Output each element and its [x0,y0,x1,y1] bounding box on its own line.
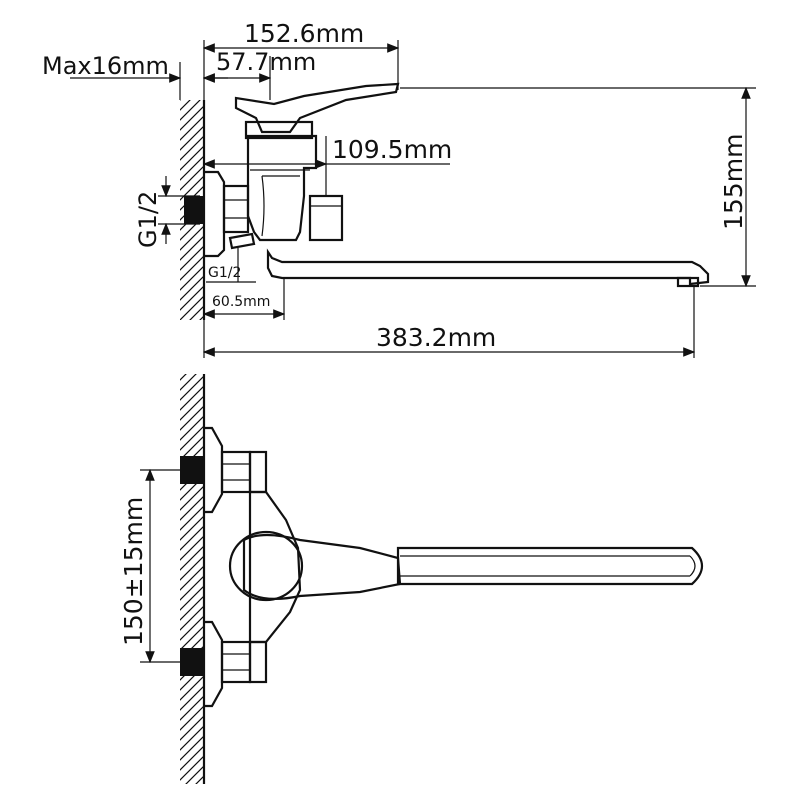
front-spout [396,546,704,586]
top-small-thread-pipe [228,232,256,250]
dim-57-7: 57.7mm [202,48,316,100]
front-upper-connection [204,426,268,514]
top-handle [234,82,400,134]
dim-150-label: 150±15mm [119,497,148,646]
top-spout [266,248,710,286]
dim-383-2-label: 383.2mm [376,323,496,352]
dim-152-6: 152.6mm [202,19,400,100]
top-mixer-body [246,134,344,242]
dim-max16-label: Max16mm [42,52,169,80]
top-spout-aerator [676,276,700,288]
front-lower-connection [204,620,268,708]
front-inlet-upper [180,456,204,484]
dim-152-6-label: 152.6mm [244,19,364,48]
front-handle-knob [228,530,402,602]
dim-60-5: 60.5mm [202,278,286,320]
top-nut [222,184,250,234]
dim-g12-left-label: G1/2 [134,191,162,248]
dim-g12-small-label: G1/2 [208,265,241,281]
front-view: 150±15mm [119,374,704,784]
top-view: 152.6mm Max16mm 57.7mm 109.5mm 155m [42,19,756,358]
dim-g12-small: G1/2 [206,248,256,283]
dim-109-5-label: 109.5mm [332,135,452,164]
front-wall [180,374,206,784]
dim-383-2: 383.2mm [202,286,696,358]
dim-60-5-label: 60.5mm [212,294,270,310]
dim-155: 155mm [400,86,756,288]
dim-g12-left: G1/2 [134,176,200,248]
dim-max16: Max16mm [42,52,228,100]
dim-57-7-label: 57.7mm [216,48,316,76]
front-inlet-lower [180,648,204,676]
dim-155-label: 155mm [719,134,748,230]
dim-109-5: 109.5mm [202,135,452,196]
top-cartridge [244,120,314,140]
top-flange [204,170,226,258]
front-mixer-body [248,490,302,644]
dim-150: 150±15mm [119,468,180,664]
top-inlet-pipe [184,196,204,224]
